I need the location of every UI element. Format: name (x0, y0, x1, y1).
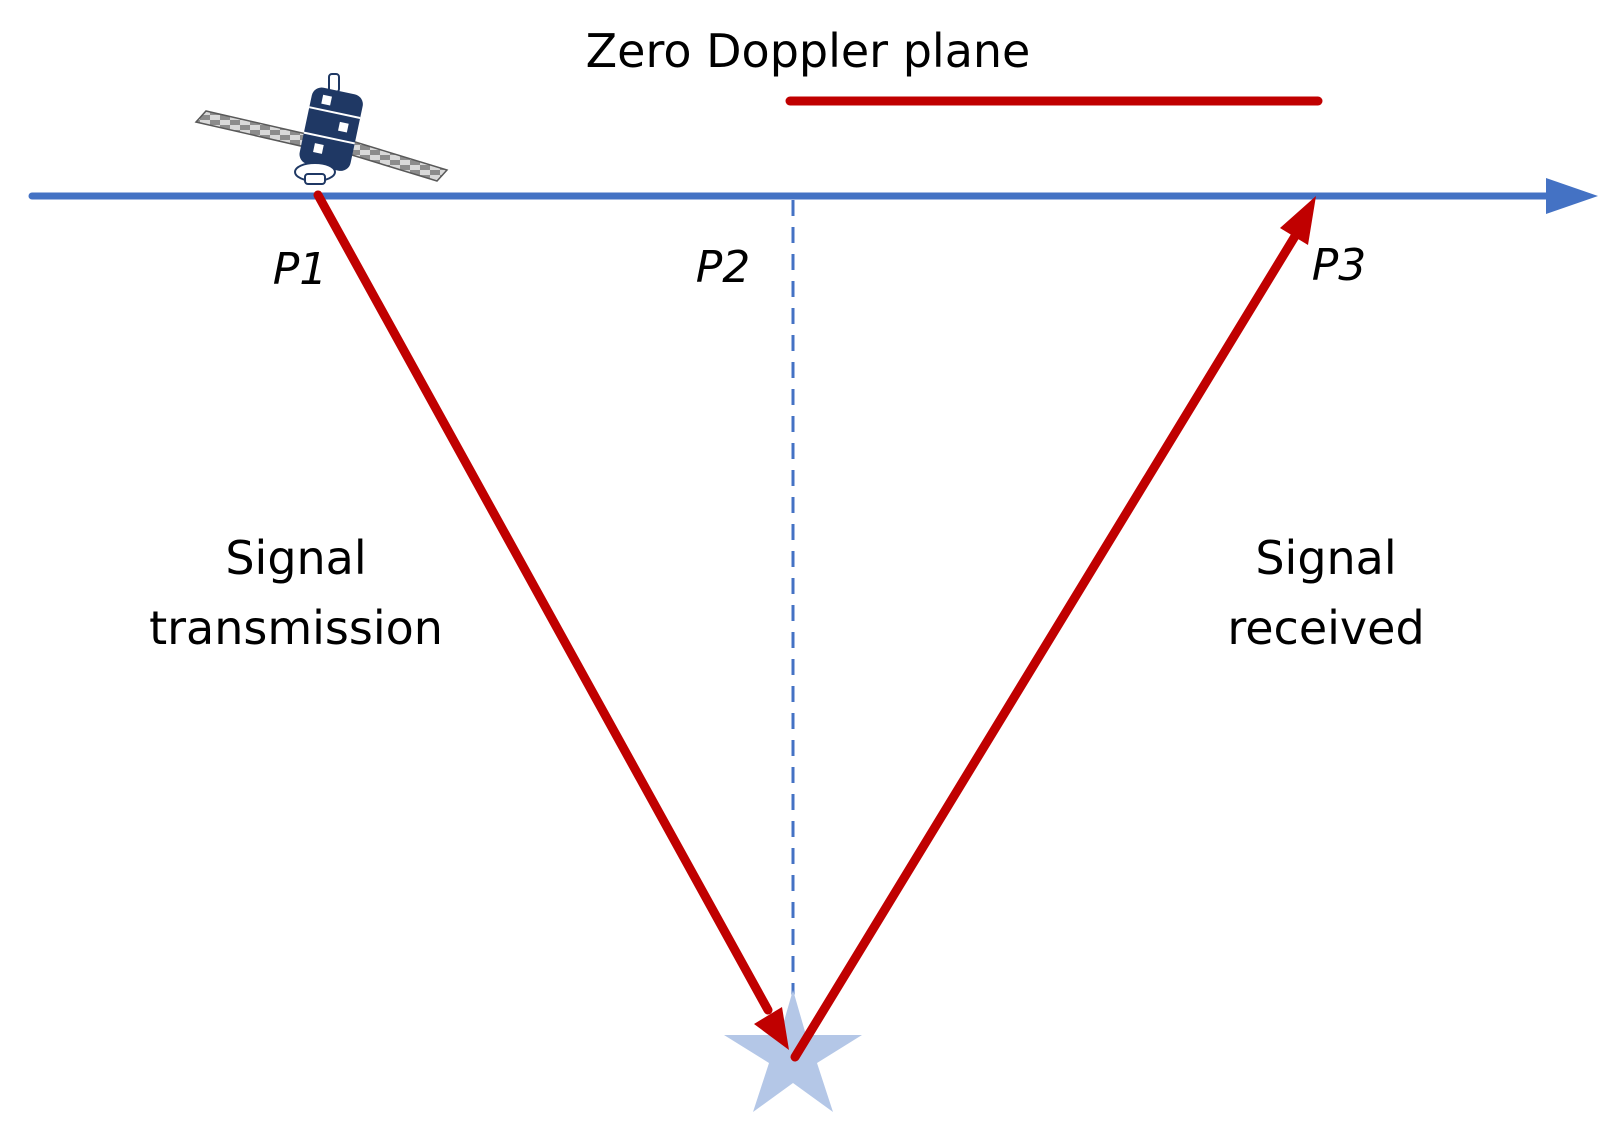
signal-received-caption-line-2: received (1227, 601, 1424, 655)
orbit-axis-arrowhead (1546, 178, 1598, 214)
point-label-p3: P3 (1312, 240, 1367, 291)
satellite-icon (194, 73, 449, 185)
signal-transmission-caption-line-1: Signal (225, 531, 366, 585)
signal-transmission-arrowhead (754, 1007, 789, 1050)
zero-doppler-title: Zero Doppler plane (586, 24, 1031, 78)
star-icon (724, 990, 862, 1112)
signal-transmission-path (313, 190, 773, 1015)
signal-transmission-caption-line-2: transmission (149, 601, 443, 655)
signal-received-path (790, 223, 1305, 1062)
point-label-p2: P2 (696, 242, 751, 293)
signal-received-caption-line-1: Signal (1255, 531, 1396, 585)
signal-received-arrowhead (1280, 196, 1316, 245)
point-label-p1: P1 (273, 244, 328, 295)
